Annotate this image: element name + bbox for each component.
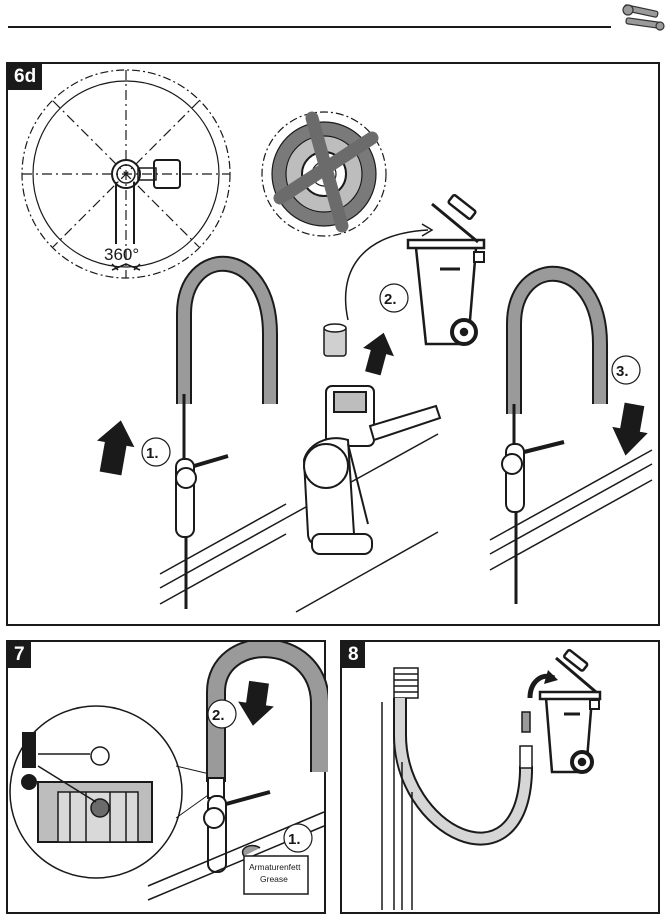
step-2-label-7: 2. xyxy=(212,707,225,724)
panel-6d: 6d 360° xyxy=(6,62,660,626)
step-1-label-7: 1. xyxy=(288,831,301,848)
step-2-label: 2. xyxy=(384,291,397,308)
aerator-part xyxy=(323,323,347,357)
panel-7: 7 xyxy=(6,640,328,914)
rotation-diagram xyxy=(21,69,231,279)
header-rule xyxy=(8,26,611,28)
waste-bin-icon xyxy=(406,193,486,346)
up-arrow-icon xyxy=(363,332,394,376)
up-arrow-icon-2 xyxy=(96,420,135,476)
counter-lines xyxy=(159,433,653,613)
disposal-arrow xyxy=(344,229,429,321)
panel-7-label: 7 xyxy=(8,642,31,668)
faucet-3 xyxy=(501,265,608,604)
aerator-detail-crossed xyxy=(261,111,387,237)
panel-8-label: 8 xyxy=(342,642,365,668)
grease-label-de: Armaturenfett xyxy=(249,862,301,872)
step-1-label: 1. xyxy=(146,445,159,462)
faucet-2-body xyxy=(302,385,442,555)
panel-8-drawing xyxy=(381,649,602,910)
grease-label-en: Grease xyxy=(260,874,288,884)
rotation-label: 360° xyxy=(104,245,139,264)
panel-6d-drawing: 360° 2. xyxy=(21,69,653,613)
warning-icon xyxy=(21,732,37,790)
step-2-marker-7: 2. xyxy=(207,699,237,729)
panel-8: 8 xyxy=(340,640,660,914)
step-1-marker-7: 1. xyxy=(283,823,313,853)
step-3-marker: 3. xyxy=(611,355,641,385)
panel-6d-label: 6d xyxy=(8,64,43,90)
faucet-1 xyxy=(175,255,278,609)
step-3-label: 3. xyxy=(616,363,629,380)
hose-assembly xyxy=(381,667,533,910)
panel-7-drawing: 2. 1. Armaturenfett Grease xyxy=(9,642,328,901)
faucet-7 xyxy=(203,642,328,873)
step-1-marker: 1. xyxy=(141,437,171,467)
waste-bin-icon-8 xyxy=(538,649,602,774)
down-arrow-icon xyxy=(612,402,648,456)
magnified-detail xyxy=(9,705,219,879)
wrench-screwdriver-icon xyxy=(622,4,665,31)
grease-tube xyxy=(241,844,309,895)
down-arrow-icon-7 xyxy=(238,680,274,726)
step-2-marker: 2. xyxy=(379,283,409,313)
